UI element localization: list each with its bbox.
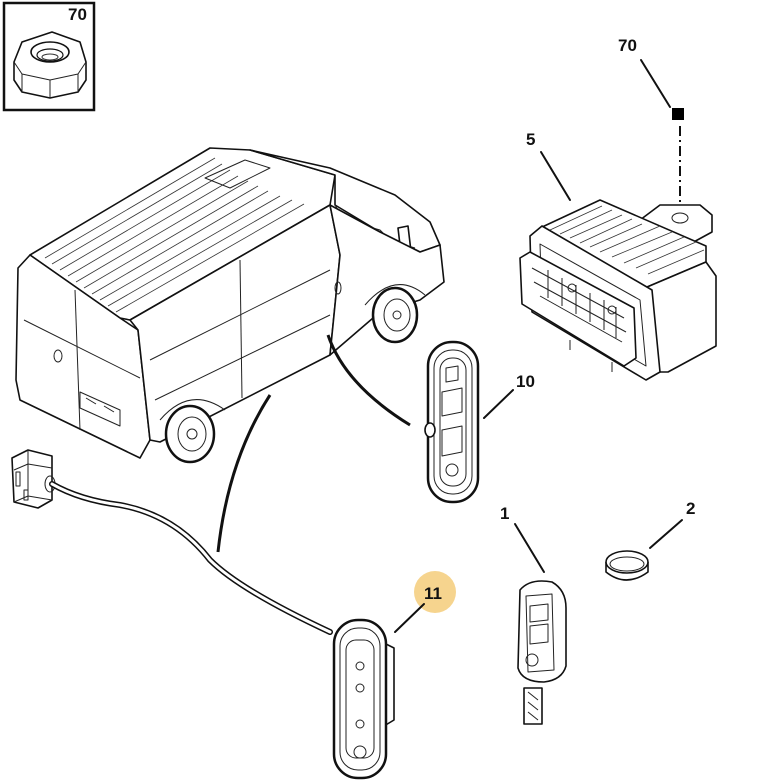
callout-5[interactable]: 5 [526, 130, 571, 201]
coin-battery [605, 550, 649, 581]
rear-door-switch-11 [332, 618, 395, 780]
harness-lead-11 [216, 394, 272, 553]
callout-70[interactable]: 70 [618, 36, 671, 108]
callout-1-label: 1 [500, 504, 509, 523]
callout-2[interactable]: 2 [649, 499, 695, 549]
fastener-square-icon [672, 108, 684, 120]
callout-10-label: 10 [516, 372, 535, 391]
control-module [519, 199, 717, 381]
callout-5-label: 5 [526, 130, 535, 149]
harness-connector [11, 449, 56, 509]
door-switch-10 [424, 340, 480, 504]
callout-70-label: 70 [618, 36, 637, 55]
harness-cable [49, 481, 333, 635]
callout-11-highlight [414, 571, 456, 613]
van-illustration [15, 147, 445, 464]
hex-nut-icon [13, 31, 87, 99]
callout-11-label: 11 [424, 584, 442, 603]
key-fob [517, 580, 567, 725]
callout-10[interactable]: 10 [483, 372, 535, 419]
callout-11[interactable]: 11 [394, 571, 456, 633]
harness-lead-10 [326, 334, 411, 427]
callout-1[interactable]: 1 [500, 504, 545, 573]
inset-nut-box: 70 [2, 1, 96, 112]
callout-2-label: 2 [686, 499, 695, 518]
inset-label: 70 [68, 5, 87, 24]
